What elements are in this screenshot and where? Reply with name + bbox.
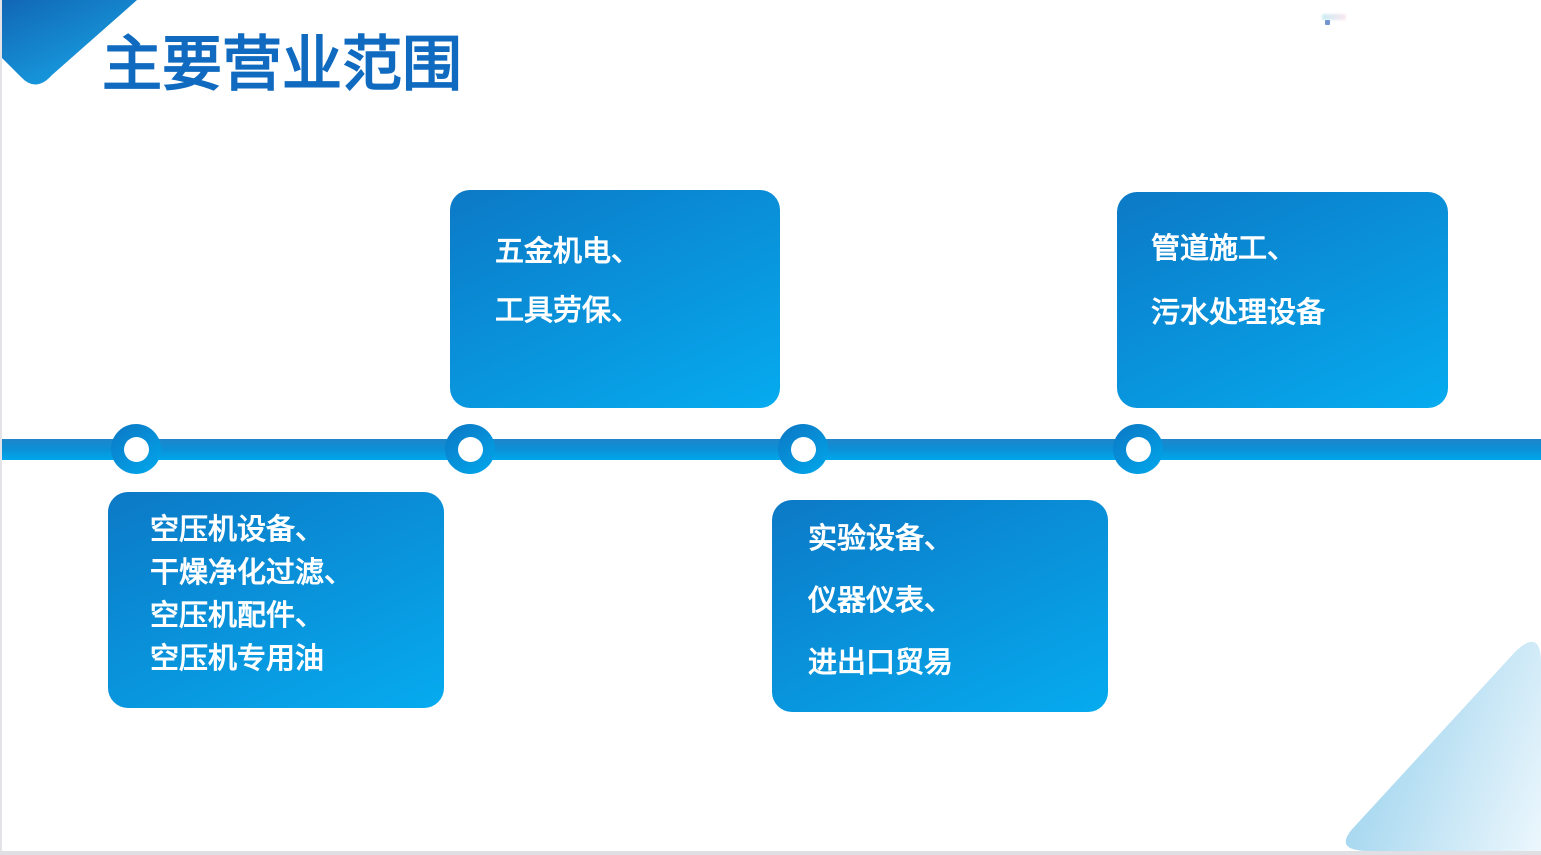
timeline-node-4 (1113, 424, 1163, 474)
card-text-line: 空压机配件、 (150, 600, 325, 632)
page-title: 主要营业范围 (102, 31, 462, 98)
watermark-smudge (1320, 13, 1346, 27)
card-text-line: 五金机电、 (495, 236, 641, 268)
card-text-line: 污水处理设备 (1151, 297, 1326, 329)
business-card-compressor: 空压机设备、 干燥净化过滤、 空压机配件、 空压机专用油 (108, 492, 444, 708)
timeline-node-3 (778, 424, 828, 474)
corner-triangle-decoration (1345, 641, 1541, 851)
smudge-haze (1322, 14, 1346, 20)
timeline-node-hole (790, 436, 816, 462)
smudge-dot (1325, 20, 1330, 25)
bottom-edge-border (0, 851, 1541, 855)
timeline-node-hole (1125, 436, 1151, 462)
corner-wedge-decoration (0, 0, 137, 85)
card-text-line: 管道施工、 (1151, 233, 1297, 265)
business-card-lab-equipment: 实验设备、 仪器仪表、 进出口贸易 (772, 500, 1108, 712)
card-text-line: 空压机设备、 (150, 514, 325, 546)
timeline-node-2 (445, 424, 495, 474)
business-card-hardware: 五金机电、 工具劳保、 (450, 190, 780, 408)
timeline-line (0, 439, 1541, 460)
business-card-pipeline: 管道施工、 污水处理设备 (1117, 192, 1448, 408)
card-text-line: 仪器仪表、 (808, 585, 954, 617)
card-text-line: 空压机专用油 (150, 643, 325, 675)
timeline-node-hole (457, 436, 483, 462)
card-text-line: 进出口贸易 (808, 647, 954, 679)
left-edge-border (0, 0, 2, 855)
card-text-line: 干燥净化过滤、 (150, 557, 354, 589)
card-text-line: 工具劳保、 (495, 295, 641, 327)
timeline-node-1 (111, 424, 161, 474)
timeline-node-hole (123, 436, 149, 462)
card-text-line: 实验设备、 (808, 523, 954, 555)
